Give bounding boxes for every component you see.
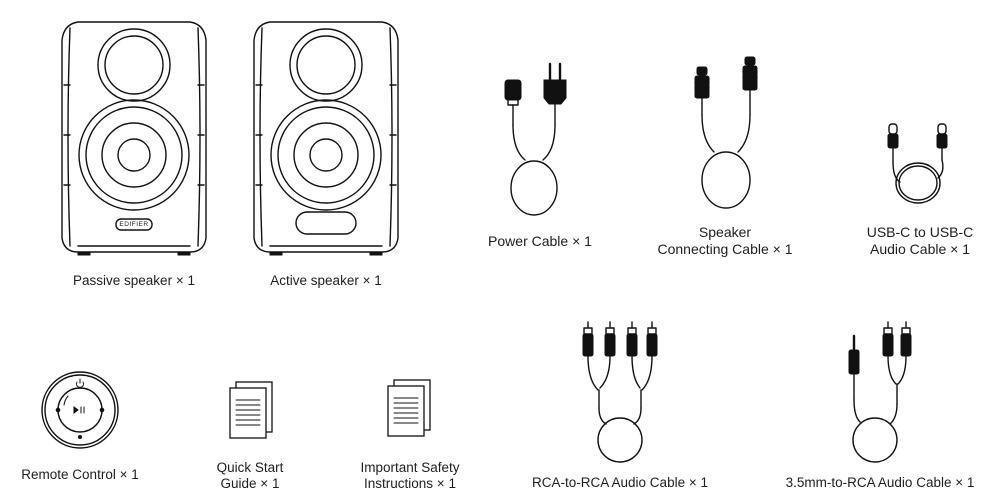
- active-speaker-label: Active speaker × 1: [270, 273, 382, 288]
- brand-logo: EDIFIER: [119, 221, 149, 228]
- usbc-cable-label-line2: Audio Cable × 1: [869, 241, 971, 257]
- speaker-cable-label-line1: Speaker: [698, 224, 752, 240]
- safety-label-line1: Important Safety: [360, 460, 460, 475]
- usbc-cable-label-line1: USB-C to USB-C: [866, 224, 974, 240]
- mm-cable-label: 3.5mm-to-RCA Audio Cable × 1: [785, 475, 975, 490]
- passive-speaker-label: Passive speaker × 1: [73, 273, 195, 288]
- safety-label-line2: Instructions × 1: [364, 476, 456, 491]
- power-cable-label: Power Cable × 1: [488, 233, 592, 249]
- remote-control-label: Remote Control × 1: [21, 467, 139, 482]
- speaker-cable-label-line2: Connecting Cable × 1: [657, 241, 793, 257]
- quick-start-label-line1: Quick Start: [216, 460, 284, 475]
- quick-start-label-line2: Guide × 1: [220, 476, 280, 491]
- rca-cable-label: RCA-to-RCA Audio Cable × 1: [532, 475, 708, 490]
